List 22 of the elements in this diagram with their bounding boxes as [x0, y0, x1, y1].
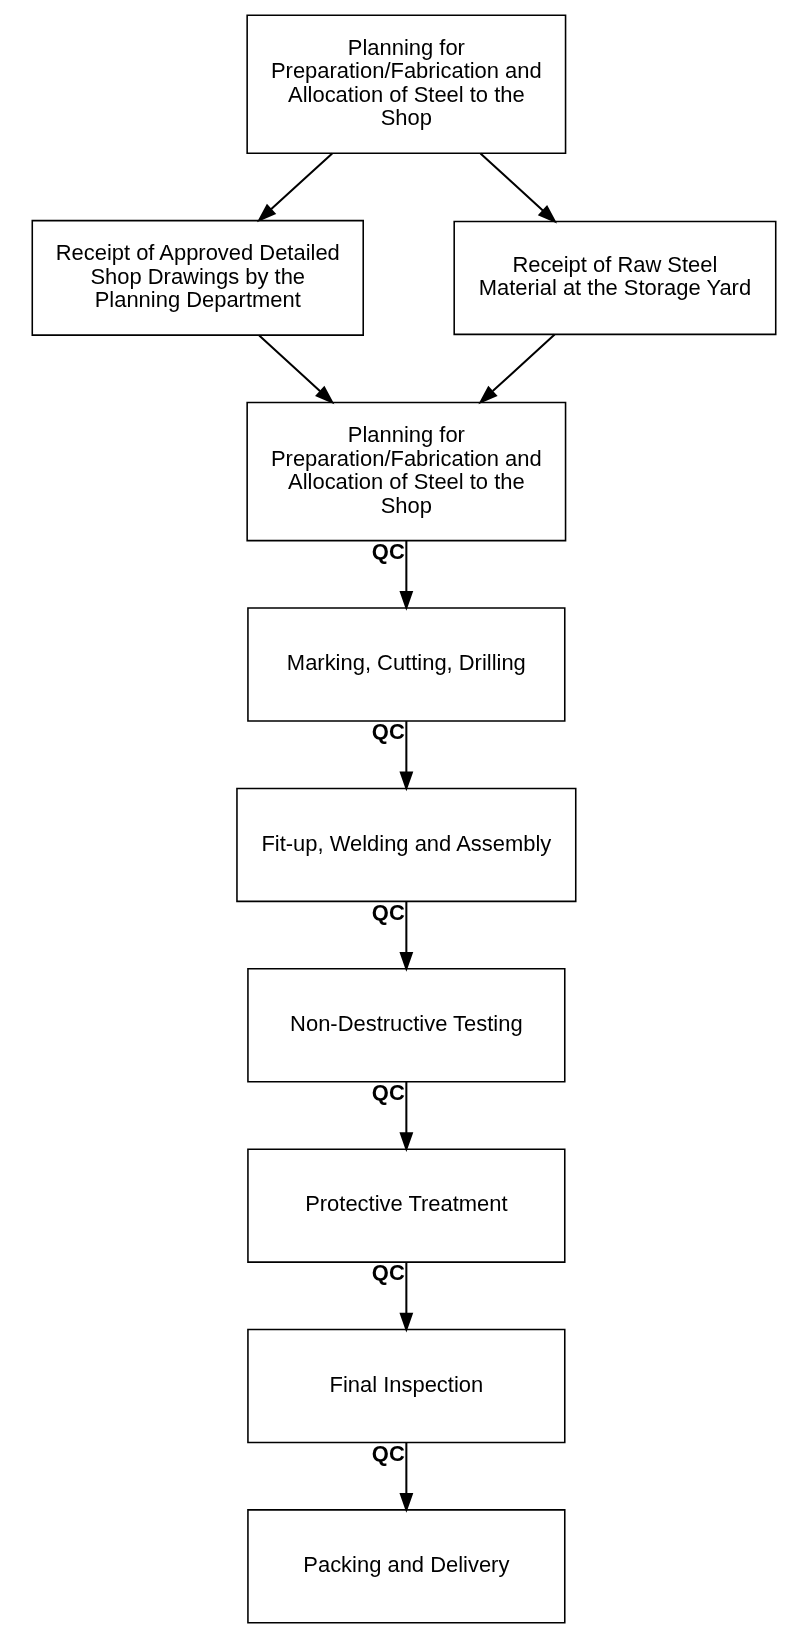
node-box: Marking, Cutting, Drilling: [246, 607, 566, 722]
node-box: Receipt of Raw Steel Material at the Storage Yard: [452, 220, 776, 336]
node-box: Receipt of Approved Detailed Shop Drawings by the Planning Department: [31, 219, 364, 336]
node-box: Non-Destructive Testing: [246, 968, 566, 1083]
arrow: [479, 152, 557, 224]
arrow: [398, 540, 413, 611]
edge-label: QC: [371, 719, 405, 745]
arrow: [258, 334, 334, 405]
node-box: Planning for Preparation/Fabrication and Allocation of Steel to the Shop: [245, 14, 566, 154]
arrow: [398, 1442, 413, 1513]
node-box: Protective Treatment: [246, 1148, 566, 1263]
node-box: Planning for Preparation/Fabrication and Allocation of Steel to the Shop: [245, 401, 566, 542]
edge-label: QC: [371, 1260, 405, 1286]
arrow: [398, 901, 413, 972]
node-box: Packing and Delivery: [246, 1509, 566, 1624]
arrow: [398, 721, 413, 792]
arrow: [256, 152, 333, 223]
node-box: Fit-up, Welding and Assembly: [235, 787, 577, 903]
arrow: [477, 333, 555, 405]
node-box: Final Inspection: [246, 1328, 566, 1444]
arrow: [398, 1081, 413, 1153]
arrow: [398, 1262, 413, 1333]
